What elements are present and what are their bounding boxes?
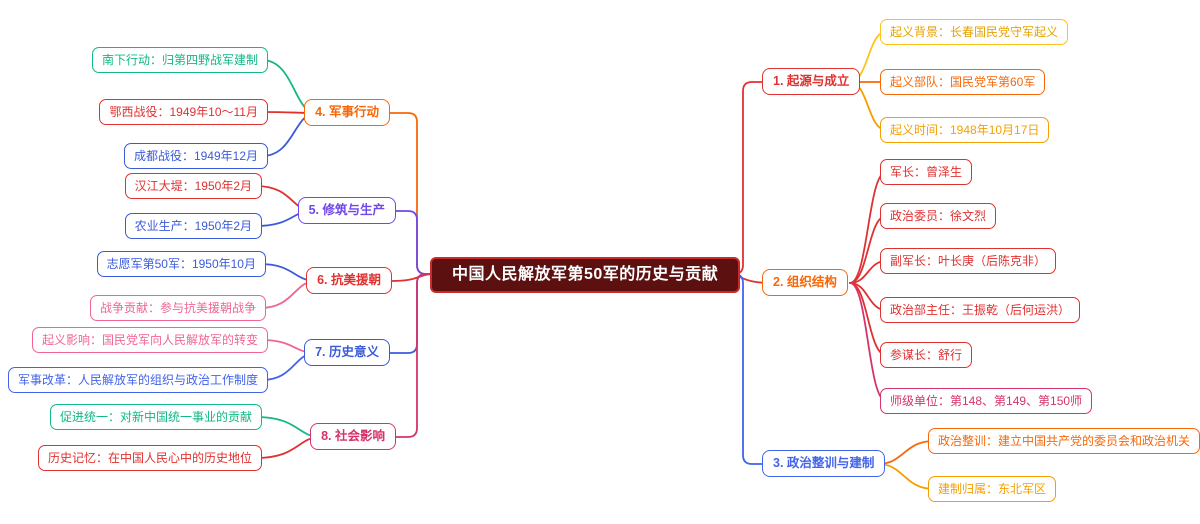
branch-7-node[interactable]: 7. 历史意义 xyxy=(304,339,390,366)
connector-root-branch6 xyxy=(391,273,435,282)
branch-5-child-1-node[interactable]: 农业生产：1950年2月 xyxy=(124,213,262,240)
branch-1-child-0-node[interactable]: 起义背景：长春国民党守军起义 xyxy=(880,19,1069,46)
branch-4-child-0-node[interactable]: 南下行动：归第四野战军建制 xyxy=(91,47,268,74)
branch-8-child-1-node[interactable]: 历史记忆：在中国人民心中的历史地位 xyxy=(37,445,262,472)
branch-6-child-1-node[interactable]: 战争贡献：参与抗美援朝战争 xyxy=(89,295,266,322)
branch-5-child-0-node[interactable]: 汉江大堤：1950年2月 xyxy=(124,173,262,200)
connector-root-branch5 xyxy=(389,210,435,275)
branch-8-child-0-node[interactable]: 促进统一：对新中国统一事业的贡献 xyxy=(49,404,262,431)
branch-2-child-5-node[interactable]: 师级单位：第148、第149、第150师 xyxy=(880,388,1093,415)
branch-1-child-2-node[interactable]: 起义时间：1948年10月17日 xyxy=(880,117,1050,144)
connector-b3-c1 xyxy=(877,463,935,490)
branch-3-node[interactable]: 3. 政治整训与建制 xyxy=(762,450,886,477)
branch-2-child-3-node[interactable]: 政治部主任：王振乾（后何运洪） xyxy=(880,297,1081,324)
branch-2-child-0-node[interactable]: 军长：曾泽生 xyxy=(880,159,973,186)
branch-4-child-2-node[interactable]: 成都战役：1949年12月 xyxy=(123,143,268,170)
branch-3-child-1-node[interactable]: 建制归属：东北军区 xyxy=(928,476,1057,503)
branch-2-child-2-node[interactable]: 副军长：叶长庚（后陈克非） xyxy=(880,248,1057,275)
connector-root-branch8 xyxy=(389,273,435,438)
branch-6-child-0-node[interactable]: 志愿军第50军：1950年10月 xyxy=(96,251,266,278)
connector-b3-c0 xyxy=(877,440,935,465)
root-node[interactable]: 中国人民解放军第50军的历史与贡献 xyxy=(430,257,741,293)
branch-7-child-0-node[interactable]: 起义影响：国民党军向人民解放军的转变 xyxy=(31,327,268,354)
branch-1-child-1-node[interactable]: 起义部队：国民党军第60军 xyxy=(880,69,1046,96)
connector-root-branch7 xyxy=(384,273,435,354)
branch-2-child-1-node[interactable]: 政治委员：徐文烈 xyxy=(880,203,997,230)
branch-6-node[interactable]: 6. 抗美援朝 xyxy=(306,267,392,294)
connector-root-branch4 xyxy=(384,112,435,275)
branch-4-node[interactable]: 4. 军事行动 xyxy=(304,99,390,126)
branch-5-node[interactable]: 5. 修筑与生产 xyxy=(297,197,396,224)
branch-7-child-1-node[interactable]: 军事改革：人民解放军的组织与政治工作制度 xyxy=(7,367,268,394)
connector-root-branch1 xyxy=(725,81,773,275)
branch-4-child-1-node[interactable]: 鄂西战役：1949年10～11月 xyxy=(99,99,268,126)
branch-3-child-0-node[interactable]: 政治整训：建立中国共产党的委员会和政治机关 xyxy=(928,428,1200,455)
branch-2-child-4-node[interactable]: 参谋长：舒行 xyxy=(880,342,973,369)
branch-2-node[interactable]: 2. 组织结构 xyxy=(762,269,848,296)
branch-8-node[interactable]: 8. 社会影响 xyxy=(310,423,396,450)
branch-1-node[interactable]: 1. 起源与成立 xyxy=(762,68,861,95)
connector-root-branch3 xyxy=(725,273,773,465)
